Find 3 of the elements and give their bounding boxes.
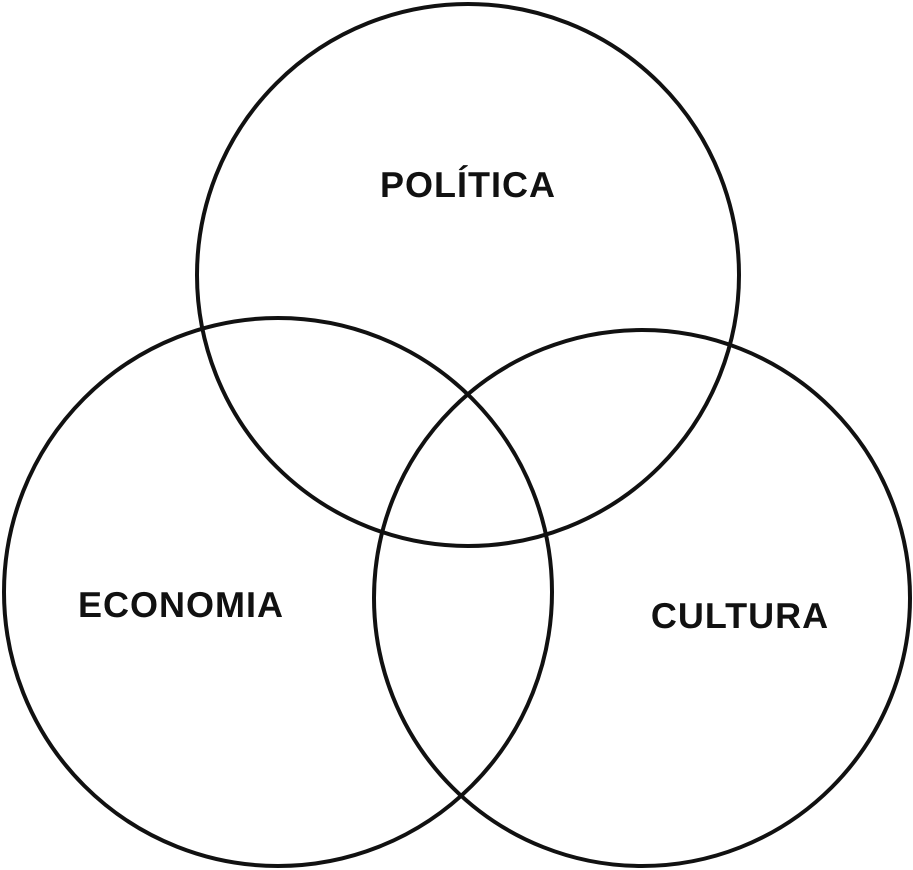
- circle-label: POLÍTICA: [380, 164, 556, 206]
- circle-label: ECONOMIA: [78, 584, 284, 626]
- circle-label: CULTURA: [650, 595, 830, 637]
